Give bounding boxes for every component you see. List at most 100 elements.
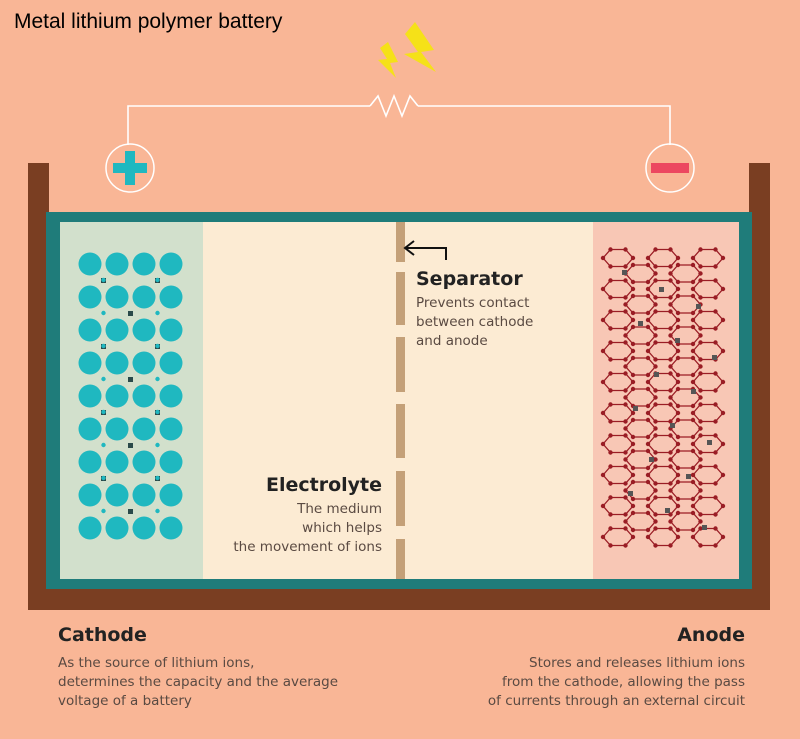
lattice-node bbox=[690, 317, 696, 323]
lattice-node bbox=[713, 512, 718, 517]
lattice-node bbox=[645, 262, 651, 268]
lattice-node bbox=[653, 512, 658, 517]
lattice-node bbox=[668, 371, 673, 376]
lattice-node bbox=[630, 503, 636, 509]
lattice-node bbox=[600, 317, 606, 323]
lattice-node bbox=[675, 496, 681, 502]
lattice-node bbox=[653, 457, 658, 462]
lattice-node bbox=[675, 479, 681, 485]
electrolyte-description: The medium which helps the movement of i… bbox=[160, 500, 382, 557]
lattice-node bbox=[690, 255, 696, 261]
lattice-node bbox=[630, 286, 636, 292]
lattice-node bbox=[668, 543, 673, 548]
cathode-title: Cathode bbox=[58, 624, 147, 646]
lattice-node bbox=[698, 326, 703, 331]
separator-segment bbox=[396, 272, 405, 325]
lattice-node bbox=[713, 388, 718, 393]
lattice-node bbox=[608, 512, 613, 517]
lattice-node bbox=[690, 434, 696, 440]
lithium-atom bbox=[105, 252, 129, 276]
lithium-atom bbox=[132, 252, 156, 276]
lithium-atom bbox=[159, 252, 183, 276]
lattice-node bbox=[720, 255, 726, 261]
cathode-desc-line: determines the capacity and the average bbox=[58, 674, 339, 690]
lattice-node bbox=[630, 348, 636, 354]
anode-desc-line: of currents through an external circuit bbox=[487, 693, 745, 709]
lattice-node bbox=[668, 264, 673, 269]
lattice-node bbox=[713, 278, 718, 283]
anode-graphite-lattice bbox=[600, 247, 726, 548]
lattice-node bbox=[668, 519, 673, 524]
lattice-node bbox=[720, 472, 726, 478]
lithium-atom bbox=[78, 516, 102, 540]
lattice-node bbox=[623, 457, 628, 462]
lattice-node bbox=[645, 324, 651, 330]
lattice-node bbox=[668, 357, 673, 362]
lattice-node bbox=[668, 309, 673, 314]
lattice-node bbox=[645, 510, 651, 516]
ion-dot bbox=[675, 338, 680, 343]
electrolyte-desc-line: the movement of ions bbox=[233, 539, 382, 555]
lattice-node bbox=[645, 355, 651, 361]
ion-dot bbox=[155, 508, 160, 514]
lithium-atom bbox=[132, 285, 156, 309]
lattice-node bbox=[623, 264, 628, 269]
ion-dot bbox=[101, 343, 106, 349]
ion-dot bbox=[128, 377, 133, 382]
lattice-node bbox=[630, 372, 636, 378]
ion-dot bbox=[101, 442, 106, 448]
lattice-node bbox=[668, 433, 673, 438]
lattice-node bbox=[720, 379, 726, 385]
lattice-node bbox=[698, 495, 703, 500]
lattice-node bbox=[653, 495, 658, 500]
lattice-node bbox=[690, 472, 696, 478]
lattice-node bbox=[623, 512, 628, 517]
page-title: Metal lithium polymer battery bbox=[14, 10, 283, 33]
lattice-node bbox=[623, 371, 628, 376]
lattice-node bbox=[698, 340, 703, 345]
anode-title: Anode bbox=[677, 624, 745, 646]
lattice-node bbox=[690, 510, 696, 516]
lattice-node bbox=[675, 465, 681, 471]
lattice-node bbox=[690, 496, 696, 502]
lattice-node bbox=[713, 247, 718, 252]
lithium-atom bbox=[78, 285, 102, 309]
lattice-node bbox=[653, 364, 658, 369]
lattice-node bbox=[653, 419, 658, 424]
lattice-node bbox=[690, 534, 696, 540]
lattice-node bbox=[600, 441, 606, 447]
separator-bar bbox=[396, 222, 405, 579]
lattice-node bbox=[675, 372, 681, 378]
lattice-node bbox=[668, 295, 673, 300]
lattice-node bbox=[630, 479, 636, 485]
lithium-atom bbox=[159, 285, 183, 309]
lattice-node bbox=[645, 441, 651, 447]
lithium-atom bbox=[105, 516, 129, 540]
ion-dot bbox=[155, 376, 160, 382]
anode-desc-line: Stores and releases lithium ions bbox=[529, 655, 745, 671]
separator-segment bbox=[396, 222, 405, 262]
lattice-node bbox=[608, 450, 613, 455]
lattice-node bbox=[653, 264, 658, 269]
lithium-atom bbox=[132, 516, 156, 540]
lattice-node bbox=[630, 534, 636, 540]
lattice-node bbox=[690, 286, 696, 292]
lattice-node bbox=[713, 326, 718, 331]
external-circuit bbox=[127, 93, 671, 145]
lattice-node bbox=[698, 278, 703, 283]
lattice-node bbox=[713, 264, 718, 269]
lattice-node bbox=[713, 295, 718, 300]
lattice-node bbox=[653, 464, 658, 469]
lattice-node bbox=[645, 403, 651, 409]
lattice-node bbox=[630, 255, 636, 261]
lattice-node bbox=[675, 448, 681, 454]
lattice-node bbox=[645, 410, 651, 416]
lattice-node bbox=[668, 333, 673, 338]
lattice-node bbox=[623, 364, 628, 369]
lattice-node bbox=[623, 302, 628, 307]
lattice-node bbox=[690, 417, 696, 423]
lattice-node bbox=[645, 386, 651, 392]
lattice-node bbox=[608, 495, 613, 500]
lattice-node bbox=[720, 410, 726, 416]
